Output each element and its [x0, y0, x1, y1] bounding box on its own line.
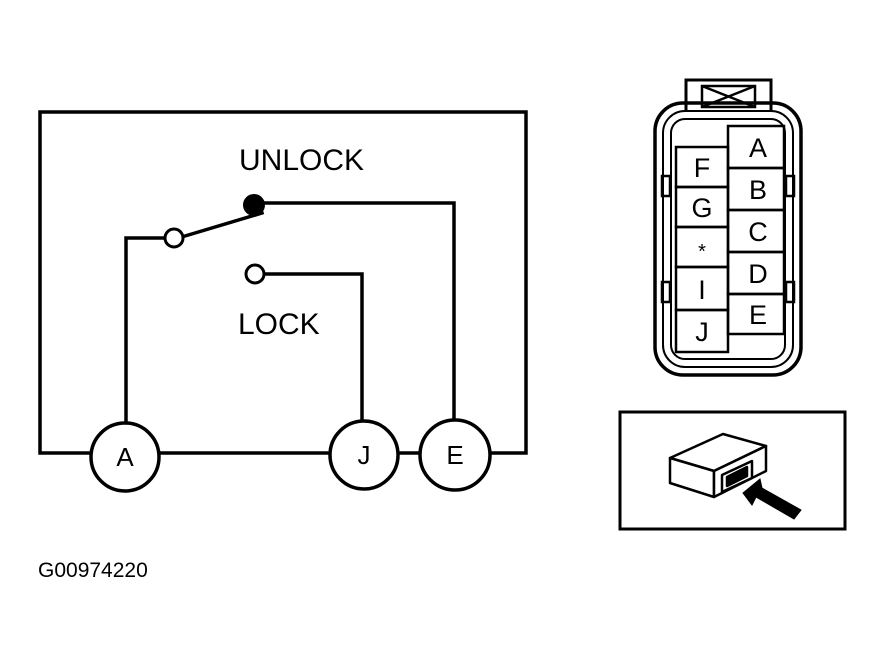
- terminal-e: E: [418, 418, 492, 492]
- lock-contact: [244, 263, 266, 285]
- pin-label: B: [749, 175, 767, 205]
- terminal-a-label: A: [116, 442, 134, 472]
- pin-label: F: [694, 153, 711, 183]
- connector-face: [653, 78, 803, 377]
- unlock-contact: [243, 194, 265, 216]
- switch-blade: [182, 210, 265, 239]
- switch-pivot-contact: [163, 227, 185, 249]
- terminal-e-label: E: [446, 440, 463, 470]
- pin-label: G: [691, 193, 712, 223]
- wire-lock: [264, 272, 364, 422]
- terminal-j-label: J: [358, 440, 371, 470]
- connector-left-pins: F G * I J: [691, 153, 712, 347]
- terminal-j: J: [328, 419, 400, 491]
- pin-label: C: [748, 217, 768, 247]
- pin-label: D: [748, 259, 768, 289]
- component-locator-inset: [618, 410, 847, 531]
- connector-right-pins: A B C D E: [748, 133, 768, 330]
- pin-label: J: [695, 317, 709, 347]
- pin-label: I: [698, 275, 706, 305]
- unlock-label: UNLOCK: [239, 144, 364, 177]
- arrow-icon: [742, 478, 802, 520]
- wire-unlock: [262, 201, 456, 422]
- switch-outline: [38, 110, 528, 455]
- terminal-a: A: [89, 421, 161, 493]
- pin-label: *: [698, 241, 706, 263]
- wire-common: [124, 236, 165, 422]
- figure-code: G00974220: [38, 559, 148, 582]
- pin-label: E: [749, 300, 767, 330]
- pin-label: A: [749, 133, 767, 163]
- lock-label: LOCK: [238, 308, 320, 341]
